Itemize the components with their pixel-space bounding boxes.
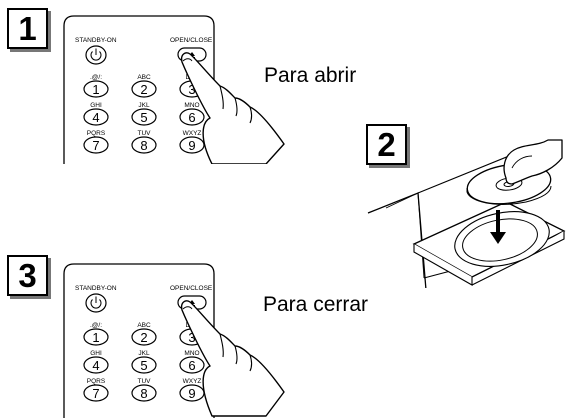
svg-text:ABC: ABC <box>137 322 151 329</box>
svg-text:.@/:: .@/: <box>90 322 102 329</box>
standby-label: STANDBY-ON <box>75 37 117 44</box>
svg-text:6: 6 <box>188 358 195 373</box>
svg-text:7: 7 <box>92 386 99 401</box>
svg-text:9: 9 <box>188 138 195 153</box>
svg-text:TUV: TUV <box>138 130 152 137</box>
svg-text:5: 5 <box>140 110 147 125</box>
svg-text:.@/:: .@/: <box>90 74 102 81</box>
svg-text:1: 1 <box>92 330 99 345</box>
open-close-label: OPEN/CLOSE <box>170 285 213 292</box>
svg-text:3: 3 <box>188 330 195 345</box>
svg-text:ABC: ABC <box>137 74 151 81</box>
caption-close: Para cerrar <box>263 293 369 316</box>
disc-player-illustration <box>367 139 566 288</box>
pointing-hand-icon <box>180 52 285 164</box>
svg-text:WXYZ: WXYZ <box>183 378 202 385</box>
svg-text:JKL: JKL <box>138 102 150 109</box>
svg-text:2: 2 <box>140 330 147 345</box>
svg-text:2: 2 <box>140 82 147 97</box>
svg-text:3: 3 <box>188 82 195 97</box>
svg-text:PQRS: PQRS <box>87 378 106 385</box>
open-close-label: OPEN/CLOSE <box>170 37 213 44</box>
svg-text:1: 1 <box>92 82 99 97</box>
standby-button[interactable] <box>85 293 107 313</box>
key-1[interactable]: .@/:1 <box>83 74 109 98</box>
svg-text:4: 4 <box>92 358 99 373</box>
power-icon <box>90 48 102 61</box>
svg-text:9: 9 <box>188 386 195 401</box>
svg-text:8: 8 <box>140 138 147 153</box>
svg-text:6: 6 <box>188 110 195 125</box>
svg-text:TUV: TUV <box>138 378 152 385</box>
svg-text:GHI: GHI <box>90 350 102 357</box>
pointing-hand-icon <box>180 300 285 417</box>
svg-text:4: 4 <box>92 110 99 125</box>
arrow-down-icon <box>490 210 506 244</box>
svg-text:5: 5 <box>140 358 147 373</box>
standby-label: STANDBY-ON <box>75 285 117 292</box>
svg-text:MNO: MNO <box>184 102 199 109</box>
svg-text:7: 7 <box>92 138 99 153</box>
svg-text:PQRS: PQRS <box>87 130 106 137</box>
power-icon <box>90 296 102 309</box>
svg-text:WXYZ: WXYZ <box>183 130 202 137</box>
svg-text:MNO: MNO <box>184 350 199 357</box>
disc-tray-icon <box>412 201 566 286</box>
svg-text:JKL: JKL <box>138 350 150 357</box>
svg-text:GHI: GHI <box>90 102 102 109</box>
svg-text:8: 8 <box>140 386 147 401</box>
step-number-2: 2 <box>366 124 407 165</box>
standby-button[interactable] <box>85 45 107 65</box>
caption-open: Para abrir <box>264 64 357 87</box>
step-number-1: 1 <box>7 8 48 49</box>
step-number-3: 3 <box>7 255 48 296</box>
key-1[interactable]: .@/:1 <box>83 322 109 346</box>
hand-holding-disc <box>503 139 563 185</box>
